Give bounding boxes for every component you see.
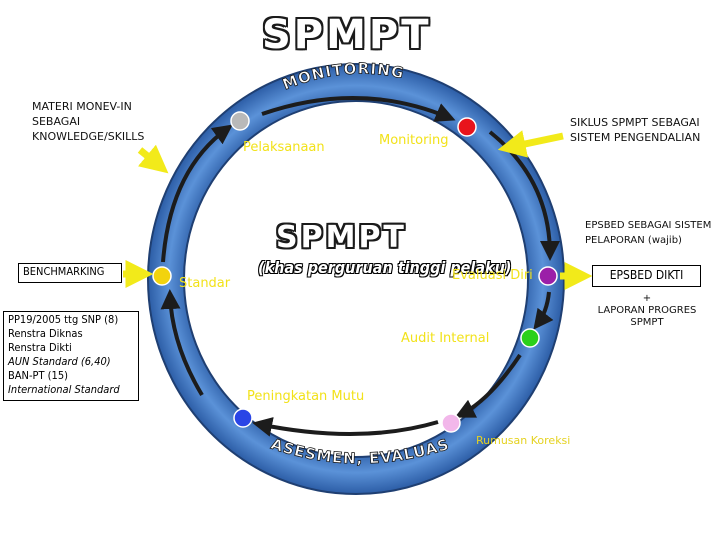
label-standar-baru: Standar Baru <box>213 334 326 354</box>
node-monitoring <box>457 117 477 137</box>
reference-item: Renstra Diknas <box>8 327 83 340</box>
node-rumusan-koreksi <box>441 413 461 433</box>
reference-item: BAN-PT (15) <box>8 369 68 382</box>
note-laporan-line: + <box>642 293 652 304</box>
note-siklus-line: SISTEM PENGENDALIAN <box>570 131 701 144</box>
label-standar: Standar <box>179 276 231 291</box>
note-laporan: + LAPORAN PROGRES SPMPT <box>592 293 702 329</box>
note-epsbed-line: EPSBED SEBAGAI SISTEM <box>585 220 712 231</box>
note-materi: MATERI MONEV-IN SEBAGAI KNOWLEDGE/SKILLS <box>32 99 144 144</box>
note-siklus-line: SIKLUS SPMPT SEBAGAI <box>570 116 700 129</box>
cycle-arrows <box>160 95 560 437</box>
label-monitoring: Monitoring <box>379 133 449 148</box>
node-standar <box>152 266 172 286</box>
note-siklus: SIKLUS SPMPT SEBAGAI SISTEM PENGENDALIAN <box>570 115 700 145</box>
note-laporan-line: SPMPT <box>630 317 664 328</box>
references-box: PP19/2005 ttg SNP (8) Renstra Diknas Ren… <box>3 311 139 401</box>
inner-hole <box>183 100 529 458</box>
arrow-rumusan-standarbaru <box>252 417 439 437</box>
page-title: SPMPT <box>262 12 432 58</box>
epsbed-dikti-box: EPSBED DIKTI <box>592 265 701 287</box>
note-materi-line: SEBAGAI <box>32 115 81 128</box>
arrow-standar-pelaksanaan <box>161 124 233 263</box>
note-materi-line: KNOWLEDGE/SKILLS <box>32 130 145 143</box>
arrow-materi-pointer <box>137 144 169 174</box>
note-epsbed-sistem: EPSBED SEBAGAI SISTEM PELAPORAN (wajib) <box>585 218 711 248</box>
note-epsbed-line: PELAPORAN (wajib) <box>585 235 682 246</box>
node-pelaksanaan <box>230 111 250 131</box>
node-evaluasi-diri <box>538 266 558 286</box>
reference-item: PP19/2005 ttg SNP (8) <box>8 313 119 326</box>
pointer-arrows <box>123 130 593 290</box>
arrow-pelaksanaan-monitoring <box>261 95 456 122</box>
node-audit-internal <box>520 328 540 348</box>
center-title: SPMPT <box>276 220 407 255</box>
reference-item: Renstra Dikti <box>8 341 72 354</box>
label-evaluasi-diri: Evaluasi Diri <box>452 268 533 283</box>
label-peningkatan-mutu: Peningkatan Mutu <box>247 389 365 404</box>
benchmarking-box: BENCHMARKING <box>18 263 122 283</box>
arrow-evaluasi-audit <box>533 291 554 330</box>
label-pelaksanaan: Pelaksanaan <box>243 140 325 155</box>
label-rumusan-koreksi: Rumusan Koreksi <box>476 434 571 447</box>
reference-item: AUN Standard (6,40) <box>8 355 111 368</box>
arrow-standarbaru-standar <box>160 289 204 397</box>
center-subtitle: (khas perguruan tinggi pelaku) <box>258 258 512 277</box>
arrow-siklus-pointer <box>497 130 564 158</box>
arrow-audit-rumusan <box>454 353 522 418</box>
reference-item: International Standard <box>8 383 120 396</box>
note-laporan-line: LAPORAN PROGRES <box>597 305 697 316</box>
node-standar-baru <box>233 408 253 428</box>
note-materi-line: MATERI MONEV-IN <box>32 100 132 113</box>
label-audit-internal: Audit Internal <box>401 331 490 346</box>
